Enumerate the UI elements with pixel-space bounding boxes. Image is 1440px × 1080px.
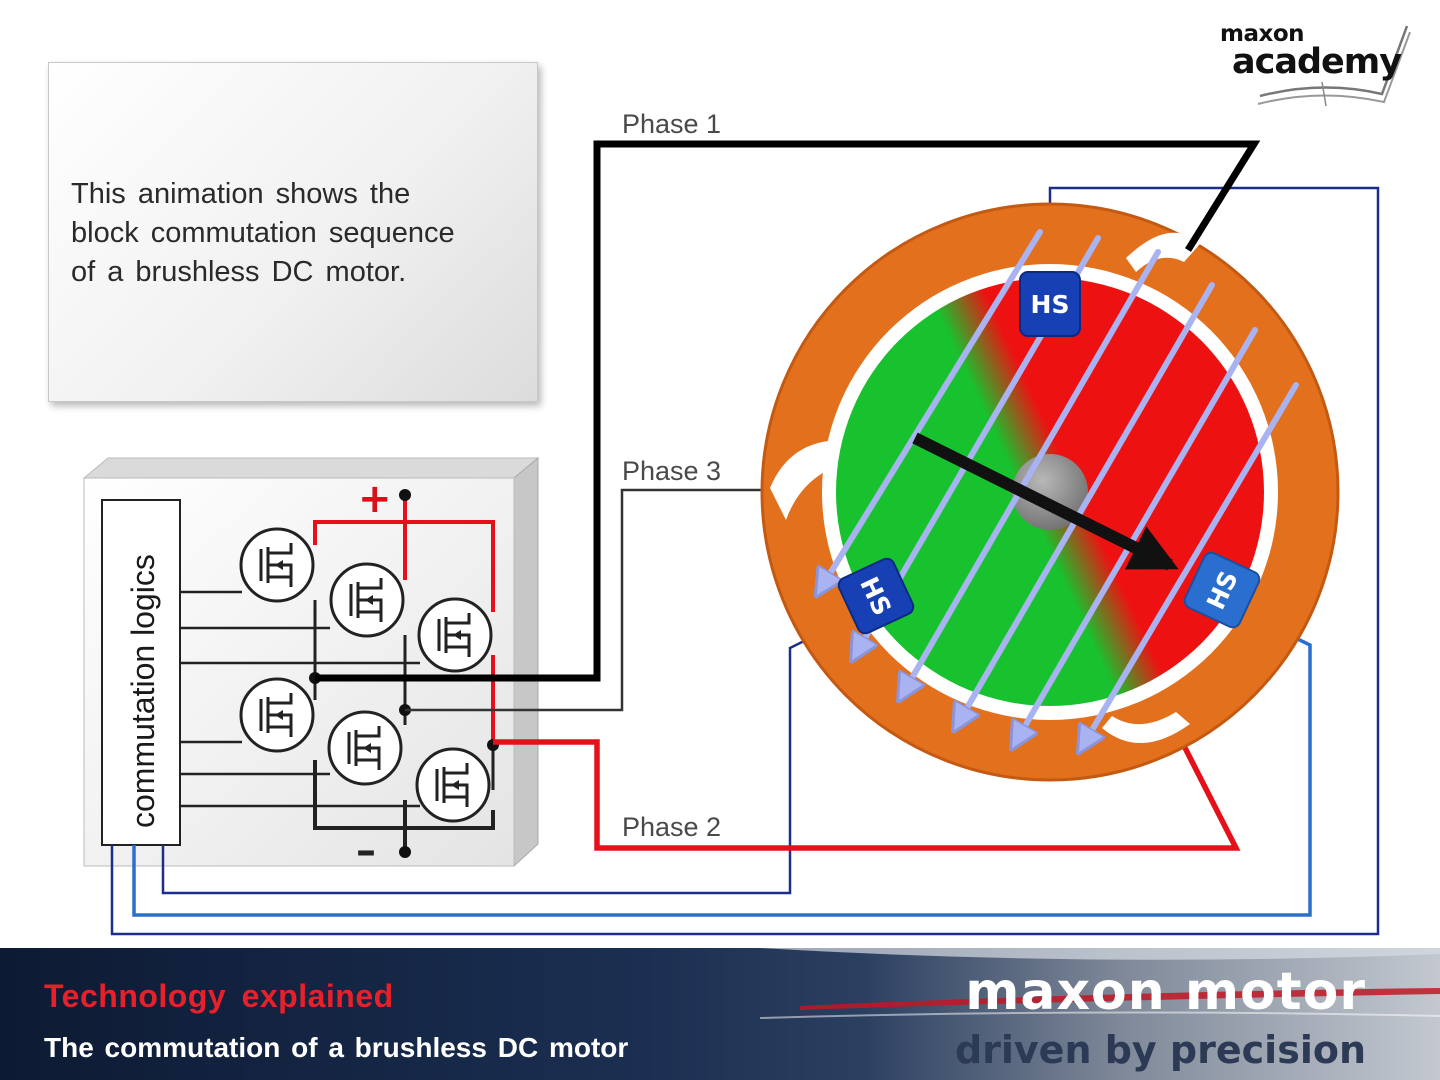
footer-title: Technology explained	[44, 978, 394, 1014]
info-box: This animation shows the block commutati…	[48, 62, 538, 402]
rotor-field-arrow	[912, 432, 1179, 571]
phase2-label: Phase 2	[622, 812, 721, 842]
phase1-wire	[315, 140, 1261, 682]
gate-wires	[180, 590, 420, 808]
motor-diagram: commutation logics + –	[82, 109, 1380, 936]
transistor-icon	[329, 562, 405, 638]
logo-maxon-text: maxon	[1220, 21, 1305, 47]
hall-sensor-top: HS	[1019, 271, 1081, 337]
info-line: of a brushless DC motor.	[71, 256, 407, 288]
footer-swoosh	[759, 948, 1440, 1019]
info-line: block commutation sequence	[71, 217, 455, 249]
transistor-icon	[239, 527, 315, 603]
footer-banner: Technology explained The commutation of …	[0, 948, 1440, 1080]
brand-tagline: driven by precision	[954, 1028, 1366, 1072]
hall-sensor-label: HS	[1031, 290, 1070, 319]
plus-sign: +	[358, 476, 392, 522]
minus-sign: –	[356, 828, 376, 874]
hall-sensor-right: HS	[1183, 551, 1261, 629]
transistor-icon	[415, 747, 491, 823]
phase1-label: Phase 1	[622, 109, 721, 139]
transistor-icon	[239, 677, 315, 753]
supply-plus-node	[399, 489, 411, 501]
commutation-logic-label: commutation logics	[125, 554, 161, 828]
transistor-group	[239, 527, 493, 823]
info-line: This animation shows the	[71, 178, 411, 210]
logo-academy-text: academy	[1232, 42, 1402, 82]
transistor-icon	[327, 710, 403, 786]
info-text: This animation shows the block commutati…	[71, 175, 511, 292]
commutation-logic-block	[101, 499, 181, 846]
phase3-wire	[405, 488, 770, 712]
phase2-wire	[493, 736, 1241, 851]
book-icon	[1257, 25, 1411, 107]
footer-subtitle: The commutation of a brushless DC motor	[44, 1032, 629, 1063]
supply-minus-node	[399, 846, 411, 858]
transistor-icon	[417, 597, 493, 673]
hall-sensor-left: HS	[837, 557, 915, 635]
brand-name: maxon motor	[965, 962, 1366, 1022]
phase3-label: Phase 3	[622, 456, 721, 486]
maxon-academy-logo: maxon academy	[1212, 18, 1412, 118]
